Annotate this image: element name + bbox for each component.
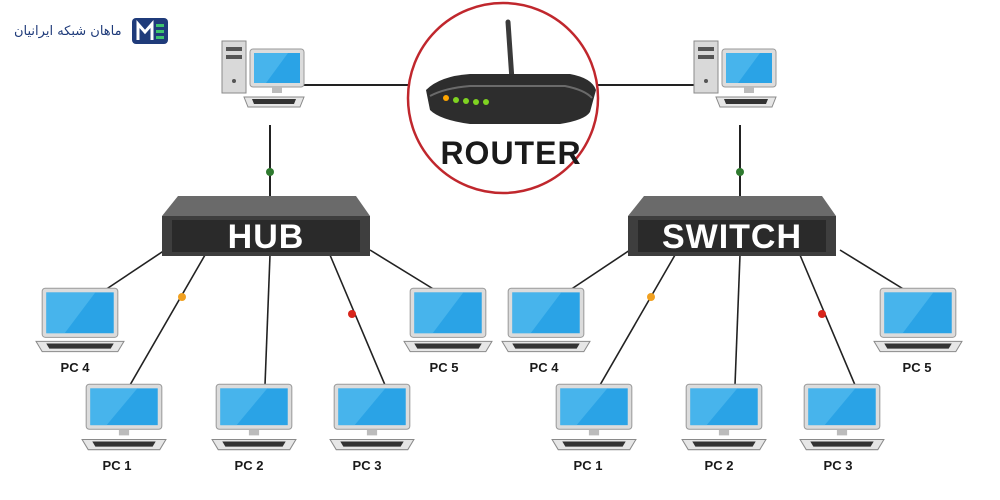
link-node [736, 168, 744, 176]
pc4-label: PC 4 [61, 360, 91, 375]
brand-name: ماهان شبکه ایرانیان [14, 23, 122, 39]
link-node [178, 293, 186, 301]
brand: ماهان شبکه ایرانیان [14, 14, 170, 48]
router: ROUTER [406, 1, 600, 195]
server-computer-icon-right [693, 40, 777, 108]
pc5-laptop-icon [873, 287, 963, 353]
pc4-label: PC 4 [530, 360, 560, 375]
pc4-laptop-icon [35, 287, 125, 353]
hub-device: HUB [162, 196, 370, 256]
pc3-label: PC 3 [824, 458, 853, 473]
switch-network: SWITCH PC 4 PC 1 PC 2 PC 3 PC 5 [501, 196, 963, 473]
pc1-monitor-icon [551, 383, 637, 451]
link-node [647, 293, 655, 301]
switch-device: SWITCH [628, 196, 836, 256]
pc1-label: PC 1 [574, 458, 603, 473]
pc1-monitor-icon [81, 383, 167, 451]
link-node [266, 168, 274, 176]
pc2-monitor-icon [681, 383, 767, 451]
pc3-monitor-icon [329, 383, 415, 451]
pc2-monitor-icon [211, 383, 297, 451]
hub-links [104, 249, 436, 386]
mahan-logo-icon [131, 18, 168, 44]
pc2-label: PC 2 [235, 458, 264, 473]
link-node [348, 310, 356, 318]
router-icon [426, 19, 596, 124]
switch-label: SWITCH [662, 218, 802, 256]
hub-network: HUB PC 4 PC 1 PC 2 PC 3 PC 5 [35, 196, 493, 473]
link-node [818, 310, 826, 318]
pc4-laptop-icon [501, 287, 591, 353]
pc5-laptop-icon [403, 287, 493, 353]
pc1-label: PC 1 [103, 458, 132, 473]
pc3-label: PC 3 [353, 458, 382, 473]
hub-label: HUB [228, 218, 305, 256]
pc2-label: PC 2 [705, 458, 734, 473]
router-label: ROUTER [440, 135, 581, 171]
server-computer-icon-left [221, 40, 305, 108]
switch-links [569, 249, 906, 386]
pc5-label: PC 5 [430, 360, 459, 375]
pc5-label: PC 5 [903, 360, 932, 375]
pc3-monitor-icon [799, 383, 885, 451]
